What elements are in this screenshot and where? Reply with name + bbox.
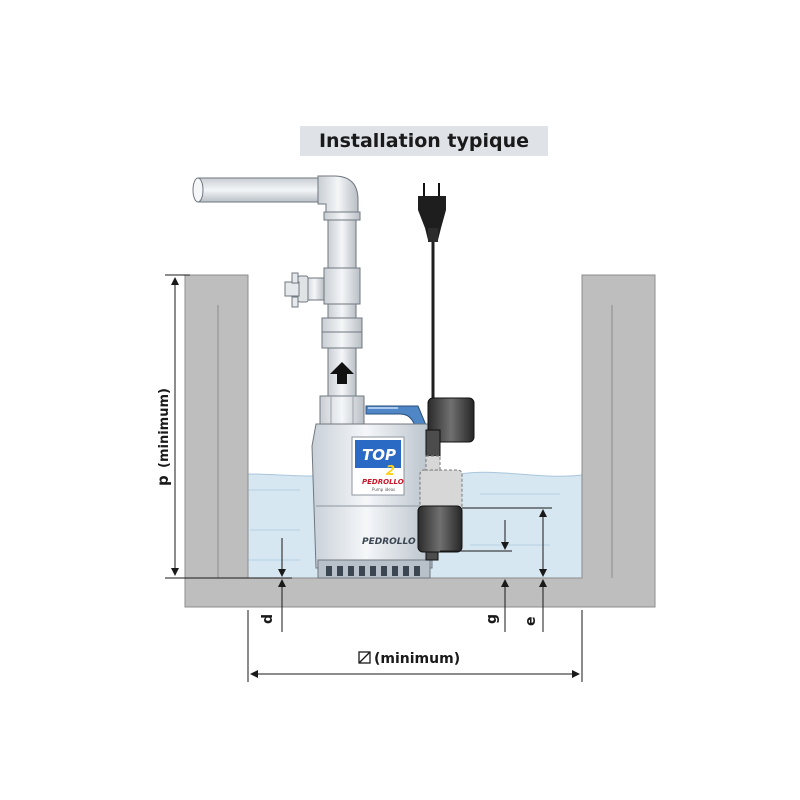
page-title: Installation typique <box>318 130 530 152</box>
pump-model-number: 2 <box>386 464 395 479</box>
float-switch-upper <box>425 397 475 457</box>
gate-valve <box>284 272 325 308</box>
title-bar: Installation typique <box>300 126 548 156</box>
pump-brand-body: PEDROLLO <box>362 537 416 547</box>
plug-icon <box>418 183 446 242</box>
up-arrow-icon <box>330 362 354 384</box>
dimension-d <box>244 538 292 632</box>
label-width: (minimum) <box>374 651 460 667</box>
pump-tagline: Pump ideas <box>372 487 395 492</box>
water-ripples <box>240 489 560 561</box>
label-d: d <box>260 614 276 624</box>
float-switch-lower <box>417 505 463 561</box>
pit-wall <box>184 274 656 608</box>
label-p: p <box>154 475 172 486</box>
pipe-union <box>321 317 363 349</box>
float-switch-ghost <box>419 455 463 511</box>
pump-brand-label: PEDROLLO <box>362 478 404 486</box>
square-diagonal-icon <box>358 651 371 664</box>
label-g: g <box>484 614 500 624</box>
discharge-pipe-horizontal <box>197 177 327 203</box>
dimension-g <box>440 520 512 632</box>
pump-base-slots <box>326 566 420 576</box>
dimension-e <box>462 507 552 632</box>
pipe-elbow <box>317 175 359 216</box>
dimension-width <box>247 610 583 682</box>
dimension-p <box>165 274 250 579</box>
label-e: e <box>523 617 539 627</box>
pump-model: TOP <box>362 446 396 464</box>
label-p-note: (minimum) <box>157 388 172 468</box>
pump-outlet-nut <box>319 395 365 425</box>
